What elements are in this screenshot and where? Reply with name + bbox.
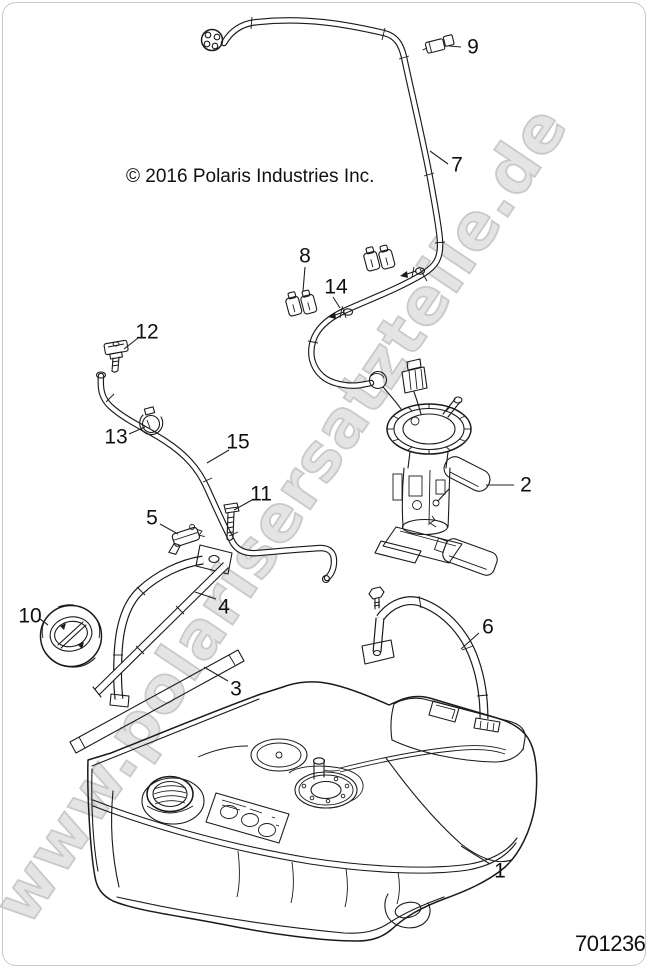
- part-3-shield-strip: [69, 649, 245, 754]
- callout-1: 1: [494, 859, 506, 883]
- leader-7: [429, 150, 449, 165]
- tank-foot: [384, 893, 431, 929]
- watermark-text: www.polarisersatzteile.de: [0, 93, 583, 937]
- access-plate: [250, 738, 308, 772]
- leader-8: [302, 266, 306, 292]
- filler-neck: [141, 775, 205, 825]
- leader-1: [460, 845, 491, 865]
- callout-6: 6: [482, 615, 494, 639]
- callout-11: 11: [250, 482, 272, 506]
- callout-3: 3: [230, 677, 242, 701]
- callout-10: 10: [18, 604, 42, 628]
- callout-15: 15: [226, 430, 250, 454]
- part-11-bolt: [223, 502, 240, 541]
- leader-12: [123, 337, 139, 350]
- leader-14: [332, 296, 341, 309]
- callout-12: 12: [135, 320, 159, 344]
- strap-bolt: [368, 586, 385, 610]
- part-12-vent-fitting: [103, 339, 129, 373]
- callout-5: 5: [146, 506, 158, 530]
- part-5-clip-fitting: [168, 523, 205, 555]
- leader-3: [203, 666, 229, 682]
- callout-2: 2: [520, 473, 532, 497]
- part-6-strap-right: [361, 586, 501, 733]
- leader-10: [39, 618, 49, 626]
- part-7-fuel-hose: [200, 16, 446, 410]
- drawing-number: 701236: [575, 931, 646, 956]
- hose-elbow-fitting: [368, 370, 402, 410]
- part-2-fuel-pump-assembly: [374, 358, 498, 576]
- part-10-fuel-cap: [39, 604, 103, 668]
- pump-mount-ring: [288, 765, 364, 809]
- copyright-text: © 2016 Polaris Industries Inc.: [126, 166, 375, 187]
- callout-14: 14: [324, 275, 348, 299]
- part-4-strap-left: [92, 544, 233, 708]
- leader-11: [233, 499, 253, 511]
- leader-6: [460, 632, 480, 650]
- callout-4: 4: [218, 595, 230, 619]
- callout-leaders: [39, 45, 514, 865]
- leader-4: [194, 591, 217, 600]
- leader-5: [159, 523, 179, 535]
- callout-7: 7: [451, 153, 463, 177]
- callout-13: 13: [104, 425, 128, 449]
- part-9-clamp: [422, 34, 455, 54]
- warning-label: [205, 792, 290, 844]
- part-13-clip: [139, 406, 164, 436]
- leader-9: [448, 45, 462, 48]
- callout-8: 8: [299, 244, 311, 268]
- leader-13: [128, 426, 146, 435]
- leader-15: [206, 449, 230, 464]
- callout-9: 9: [467, 35, 479, 59]
- part-15-vent-hose: [95, 371, 338, 584]
- hose-end-connector: [200, 28, 224, 52]
- part-1-fuel-tank: [87, 681, 538, 942]
